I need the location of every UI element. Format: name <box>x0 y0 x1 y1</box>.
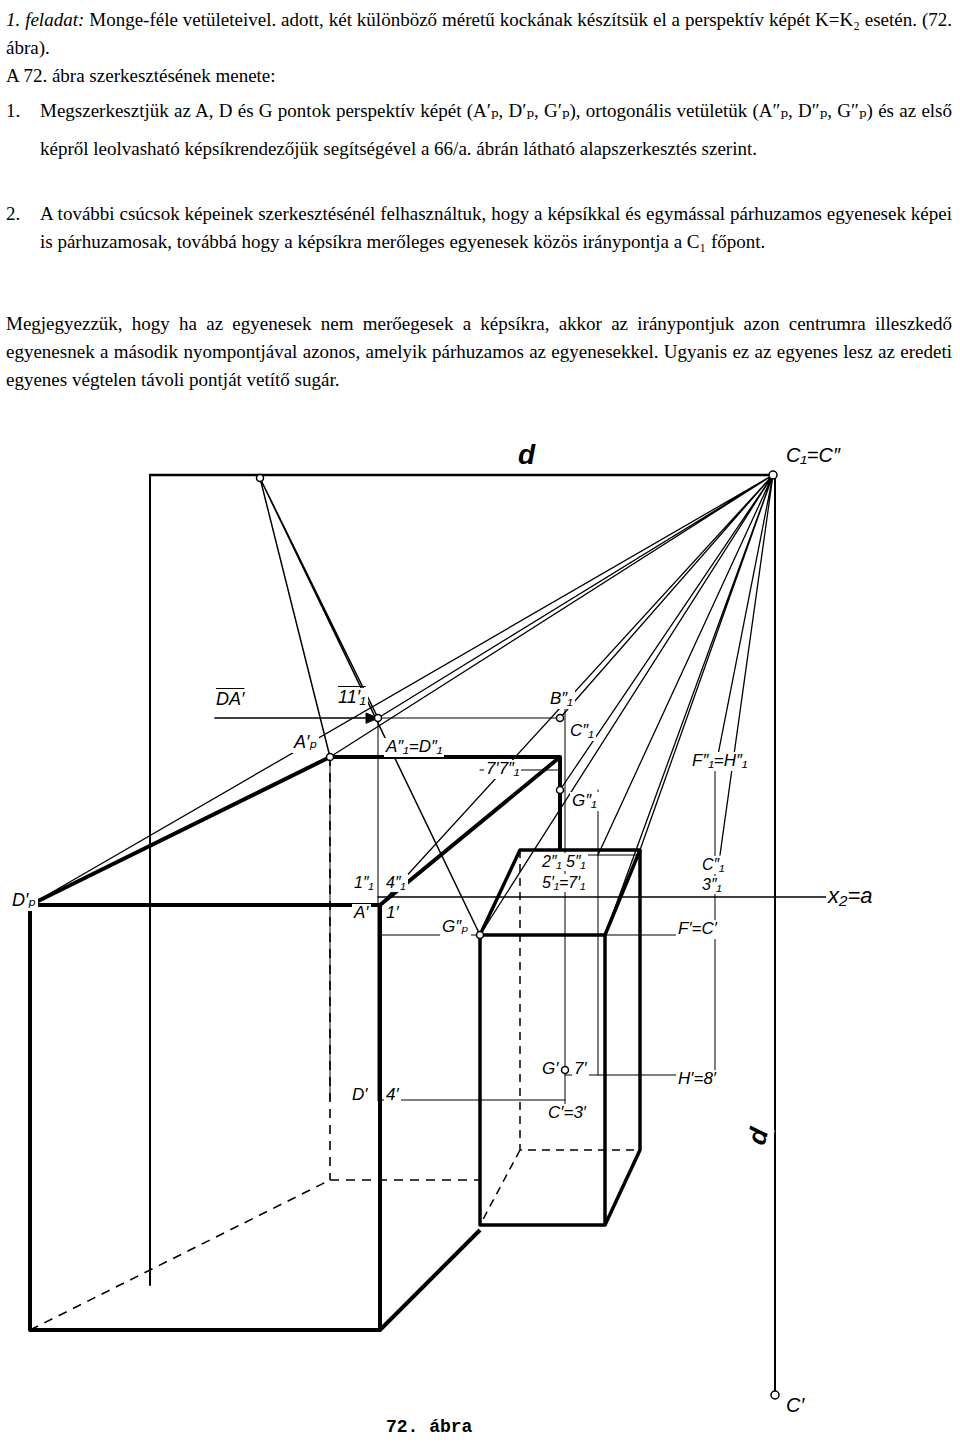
point-label: G′ <box>540 1060 560 1079</box>
point-label: x₂=a <box>826 884 874 908</box>
point-label: A′ <box>352 904 371 923</box>
body-text: Megjegyezzük, hogy ha az egyenesek nem m… <box>6 313 952 390</box>
point-label: 4″₁ <box>384 874 408 892</box>
point-label: A′ₚ <box>292 733 319 753</box>
point-markers <box>257 471 780 1399</box>
text-paragraph: Megjegyezzük, hogy ha az egyenesek nem m… <box>6 310 952 394</box>
point-label: H′=8′ <box>676 1070 718 1089</box>
list-number: 1. <box>6 92 20 130</box>
point-label: 7′ <box>572 1060 589 1079</box>
point-label: D′ₚ <box>10 891 38 911</box>
point-label: 1″₁ <box>352 874 376 892</box>
point-label: 11′₁ <box>336 688 368 708</box>
point-label: D′ <box>350 1086 369 1105</box>
point-label: 2″₁ 5″₁ <box>540 853 588 871</box>
text-paragraph: A további csúcsok képeinek szerkesztésén… <box>40 200 952 256</box>
point-label: F″₁=H″₁ <box>690 752 749 771</box>
text-paragraph: Megszerkesztjük az A, D és G pontok pers… <box>40 92 952 168</box>
text-paragraph: 1. feladat:Monge-féle vetületeivel. adot… <box>6 6 952 62</box>
point-label: C′ <box>784 1394 806 1416</box>
body-text: A 72. ábra szerkesztésének menete: <box>6 65 276 86</box>
construction-lines <box>30 475 860 1390</box>
point-label: d <box>742 1123 775 1150</box>
point-label: G″₁ <box>570 792 599 811</box>
point-label: A″₁=D″₁ <box>384 738 444 757</box>
point-label: C′=3′ <box>546 1104 588 1123</box>
task-heading: 1. feladat: <box>6 9 84 30</box>
body-text: A további csúcsok képeinek szerkesztésén… <box>40 203 952 252</box>
point-label: d <box>516 440 537 471</box>
point-label: 1′ <box>384 904 401 923</box>
point-label: 5′₁=7′₁ <box>540 874 587 892</box>
point-label: C₁=C″ <box>784 444 842 466</box>
point-label: C″₁ <box>700 856 726 874</box>
figure-caption: 72. ábra <box>384 1418 474 1438</box>
point-label: 3″₁ <box>700 876 724 894</box>
small-cube <box>480 850 640 1225</box>
point-label: G″ₚ <box>440 918 471 937</box>
text-paragraph: A 72. ábra szerkesztésének menete: <box>6 62 952 90</box>
body-text: Monge-féle vetületeivel. adott, két külö… <box>6 9 952 58</box>
point-label: 4′ <box>384 1086 401 1105</box>
point-label: B″₁ <box>548 690 575 709</box>
body-text: Megszerkesztjük az A, D és G pontok pers… <box>40 100 952 159</box>
point-label: DA′ <box>214 690 246 710</box>
point-label: 7′7″₁ <box>484 760 521 779</box>
list-number: 2. <box>6 200 20 228</box>
point-label: F′=C′ <box>676 920 719 939</box>
point-label: C″₁ <box>568 722 596 741</box>
